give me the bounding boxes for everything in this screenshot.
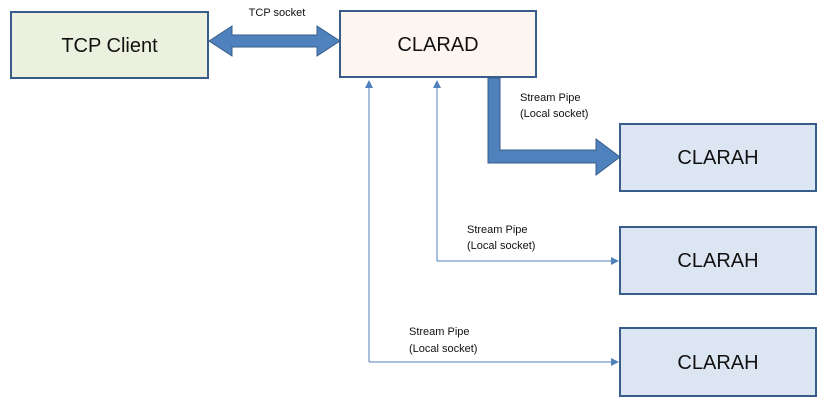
stream-pipe-label-2a: Stream Pipe	[467, 224, 528, 236]
clarad-node: CLARAD	[339, 10, 537, 78]
clarad-box	[339, 10, 537, 78]
stream-pipe-label-1b: (Local socket)	[520, 108, 588, 120]
stream-pipe-connection-3: Stream Pipe (Local socket)	[365, 80, 619, 366]
clarah-node-2: CLARAH	[619, 226, 817, 295]
tcp-client-label: TCP Client	[61, 35, 158, 57]
stream-pipe-label-2b: (Local socket)	[467, 240, 535, 252]
stream-pipe-label-3b: (Local socket)	[409, 343, 477, 355]
tcp-double-arrow	[208, 25, 341, 57]
clarah-node-3: CLARAH	[619, 327, 817, 397]
clarah-box-3	[619, 327, 817, 397]
tcp-client-box	[10, 11, 209, 79]
tcp-socket-label: TCP socket	[249, 7, 306, 19]
stream-pipe-label-1a: Stream Pipe	[520, 92, 581, 104]
clarah-box-1	[619, 123, 817, 192]
stream-pipe-connection-2: Stream Pipe (Local socket)	[433, 80, 619, 265]
tcp-client-node: TCP Client	[10, 11, 209, 79]
clarah-label-3: CLARAH	[677, 352, 758, 374]
clarah-label-2: CLARAH	[677, 250, 758, 272]
clarah-box-2	[619, 226, 817, 295]
tcp-socket-connection: TCP socket	[208, 7, 341, 57]
stream-pipe-connection-1: Stream Pipe (Local socket)	[487, 77, 621, 176]
clarad-label: CLARAD	[397, 34, 478, 56]
clarah-node-1: CLARAH	[619, 123, 817, 192]
thick-elbow-arrow	[487, 77, 621, 176]
clarah-label-1: CLARAH	[677, 147, 758, 169]
stream-pipe-label-3a: Stream Pipe	[409, 326, 470, 338]
